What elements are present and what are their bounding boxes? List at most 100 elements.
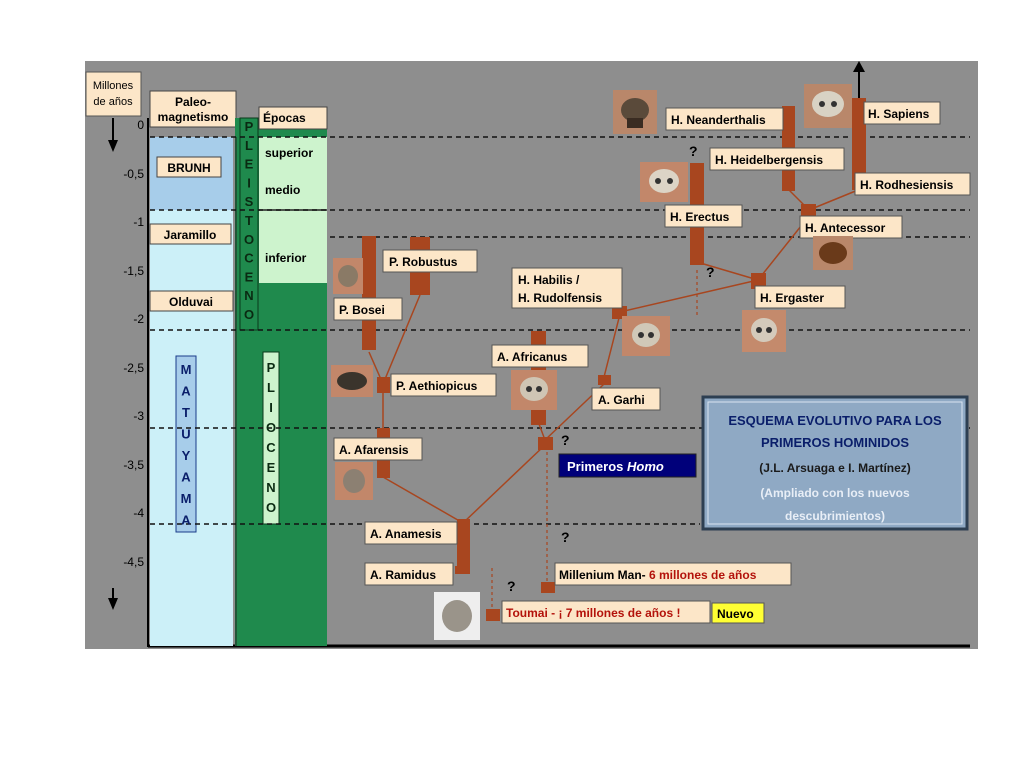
label-neanderthalis: H. Neanderthalis [665,107,784,131]
skulls [331,84,853,640]
tick-label: -3 [133,409,144,423]
up-down-arrows [108,118,118,610]
new-badge: Nuevo [711,602,765,624]
plioceno-letter: C [266,440,276,455]
label-millenium: Millenium Man- 6 millones de años [554,562,792,586]
svg-text:H. Erectus: H. Erectus [670,210,730,224]
garhi-bar [598,375,611,385]
title-line-3: (J.L. Arsuaga e I. Martínez) [759,461,911,475]
axis-ticks: 0 -0,5 -1 -1,5 -2 -2,5 -3 -3,5 -4 -4,5 [123,118,144,569]
skull-icon [742,310,786,352]
svg-text:?: ? [507,578,516,594]
label-erectus: H. Erectus [664,204,743,228]
label-toumai: Toumai - ¡ 7 millones de años ! [501,600,711,624]
skull-icon [813,236,853,270]
down-arrow-icon [108,598,118,610]
skull-icon [333,258,363,294]
svg-text:H. Antecessor: H. Antecessor [805,221,886,235]
matuyama-letter: A [181,384,191,399]
label-africanus: A. Africanus [491,344,589,368]
matuyama-letter: A [181,513,191,528]
matuyama-letter: U [181,427,190,442]
paleomagnetism-header [149,90,237,128]
svg-text:Jaramillo: Jaramillo [164,228,217,242]
svg-text:A. Garhi: A. Garhi [598,393,645,407]
pleistoceno-letter: N [244,288,253,303]
plioceno-letter: P [267,360,276,375]
matuyama-letter: Y [182,448,191,463]
millenium-bar [541,582,555,593]
plioceno-letter: I [269,400,273,415]
aethiopicus-bar [377,377,390,393]
plioceno-letter: O [266,420,276,435]
skull-icon [335,462,373,500]
svg-text:A. Ramidus: A. Ramidus [370,568,436,582]
svg-text:Paleo-: Paleo- [175,95,211,109]
svg-text:H. Ergaster: H. Ergaster [760,291,824,305]
label-sapiens: H. Sapiens [863,101,941,125]
pleistoceno-letter: S [245,194,254,209]
superior-label: superior [265,146,313,160]
tick-label: 0 [137,118,144,132]
label-antecessor: H. Antecessor [799,215,903,239]
tick-label: -2 [133,312,144,326]
skull-icon [613,90,657,134]
down-arrow-icon [108,140,118,152]
species-labels: H. Neanderthalis H. Sapiens H. Heidelber… [333,101,971,624]
primeros-homo-label: Primeros Homo [558,453,697,478]
label-rodhesiensis: H. Rodhesiensis [854,172,971,196]
svg-text:Olduvai: Olduvai [169,295,213,309]
up-arrow-icon [853,61,865,98]
pleistoceno-letter: I [247,175,251,190]
title-line-5: descubrimientos) [785,509,885,523]
svg-text:H. Rodhesiensis: H. Rodhesiensis [860,178,954,192]
tick-label: -3,5 [123,458,144,472]
svg-text:H. Sapiens: H. Sapiens [868,107,930,121]
svg-text:H. Rudolfensis: H. Rudolfensis [518,291,602,305]
pleistoceno-letter: O [244,232,254,247]
tick-label: -2,5 [123,361,144,375]
label-habilis: H. Habilis / H. Rudolfensis [511,267,623,309]
svg-text:P. Robustus: P. Robustus [389,255,458,269]
svg-text:Nuevo: Nuevo [717,607,754,621]
svg-text:Épocas: Épocas [263,110,306,125]
pleistoceno-letter: E [245,157,254,172]
svg-text:?: ? [689,143,698,159]
svg-text:?: ? [561,432,570,448]
tick-label: -4 [133,506,144,520]
svg-text:de años: de años [93,96,133,108]
pleistoceno-letter: C [244,251,254,266]
svg-text:BRUNH: BRUNH [167,161,210,175]
medio-label: medio [265,183,300,197]
skull-icon [434,592,480,640]
matuyama-label [175,355,197,533]
bosei-bar [362,236,376,350]
svg-text:A. Anamesis: A. Anamesis [370,527,442,541]
svg-text:H. Habilis /: H. Habilis / [518,273,580,287]
garhi-origin-bar [538,437,553,450]
label-afarensis: A. Afarensis [333,437,423,461]
title-line-2: PRIMEROS HOMINIDOS [761,435,909,450]
pleistoceno-letter: L [245,138,253,153]
svg-text:A. Afarensis: A. Afarensis [339,443,409,457]
svg-text:?: ? [706,264,715,280]
ergaster-bar [751,273,766,289]
plioceno-letter: E [267,460,276,475]
inferior-label: inferior [265,251,307,265]
svg-text:Primeros Homo: Primeros Homo [567,459,664,474]
label-ergaster: H. Ergaster [754,285,846,309]
plioceno-letter: O [266,500,276,515]
pleistoceno-letter: O [244,307,254,322]
pleistoceno-letter: P [245,119,254,134]
tick-label: -4,5 [123,555,144,569]
brunh-label [156,156,222,178]
olduvai-label [149,290,234,312]
label-aethiopicus: P. Aethiopicus [390,373,497,397]
label-robustus: P. Robustus [382,249,478,273]
title-box: ESQUEMA EVOLUTIVO PARA LOS PRIMEROS HOMI… [701,395,969,531]
svg-text:Millenium Man- 6 millones de a: Millenium Man- 6 millones de años [559,568,757,582]
skull-icon [331,365,373,397]
svg-text:Millones: Millones [93,80,134,92]
axis-unit-label: Millones de años [85,71,142,117]
